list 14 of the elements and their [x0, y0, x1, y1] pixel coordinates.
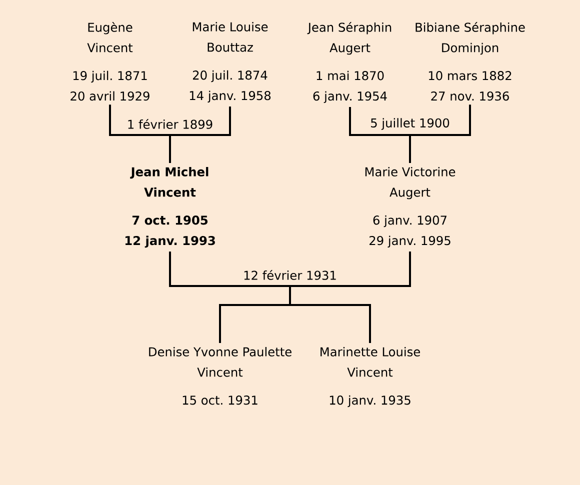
person-entry: Marie Victorine Augert 6 janv. 1907 29 janv. 1995 — [365, 167, 456, 248]
edge-label: 1 février 1899 — [125, 118, 215, 130]
connector-line — [289, 252, 411, 343]
person-entry: Jean Séraphin Augert 1 mai 1870 6 janv. 1954 — [307, 22, 392, 103]
person-entry: Eugène Vincent 19 juil. 1871 20 avril 1929 — [70, 22, 150, 101]
person-entry: Marinette Louise Vincent 10 janv. 1935 — [320, 347, 420, 408]
connector-line — [169, 106, 231, 163]
person-entry: Marie Louise Bouttaz 20 juil. 1874 14 janv. 1958 — [190, 22, 271, 103]
connector-line — [409, 104, 471, 163]
person-entry: Jean Michel Vincent 7 oct. 1905 12 janv. 1993 — [126, 167, 215, 248]
edge-label: 5 juillet 1900 — [368, 116, 452, 132]
person-entry: Denise Yvonne Paulette Vincent 15 oct. 1931 — [149, 347, 292, 405]
edge-label: 12 février 1931 — [242, 268, 338, 282]
person-entry: Bibiane Séraphine Dominjon 10 mars 1882 27 nov. 1936 — [416, 22, 525, 101]
